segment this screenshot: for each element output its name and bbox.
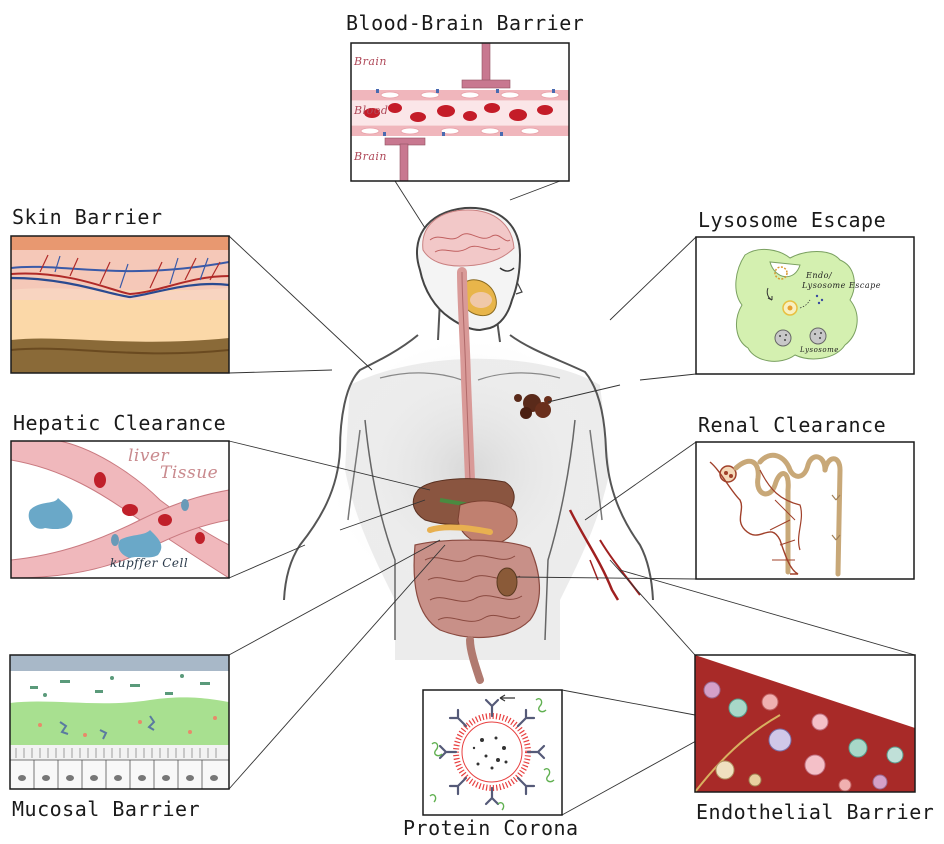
bbb-brain-bottom-label: Brain bbox=[354, 150, 388, 163]
mucosal-panel bbox=[9, 654, 230, 790]
bbb-panel bbox=[350, 42, 570, 182]
tumor-mass bbox=[514, 394, 552, 419]
renal-panel bbox=[695, 441, 915, 580]
endo-lysosome-label-2: Lysosome Escape bbox=[802, 281, 881, 290]
bbb-blood-label: Blood bbox=[354, 104, 389, 117]
liver-tissue-label-2: Tissue bbox=[160, 463, 219, 483]
lysosome-panel bbox=[695, 236, 915, 375]
endo-lysosome-label-1: Endo/ bbox=[806, 271, 833, 280]
hepatic-panel bbox=[10, 440, 230, 579]
liver-tissue-label-1: liver bbox=[128, 446, 170, 466]
lysosome-title: Lysosome Escape bbox=[698, 208, 887, 232]
endothelial-title: Endothelial Barrier bbox=[696, 800, 935, 824]
mucosal-title: Mucosal Barrier bbox=[12, 797, 201, 821]
renal-title: Renal Clearance bbox=[698, 413, 887, 437]
bbb-brain-top-label: Brain bbox=[354, 55, 388, 68]
skin-panel bbox=[10, 235, 230, 374]
endo-cells bbox=[703, 681, 904, 792]
skin-title: Skin Barrier bbox=[12, 205, 163, 229]
bbb-title: Blood-Brain Barrier bbox=[346, 11, 585, 35]
corona-title: Protein Corona bbox=[403, 816, 579, 840]
connector-lines bbox=[228, 180, 916, 816]
kupffer-cell-label: kupffer Cell bbox=[110, 556, 189, 570]
corona-panel bbox=[422, 689, 563, 816]
human-figure bbox=[283, 206, 654, 684]
endothelial-panel bbox=[694, 654, 916, 793]
lysosome-label: Lysosome bbox=[800, 346, 839, 354]
hepatic-title: Hepatic Clearance bbox=[13, 411, 227, 435]
